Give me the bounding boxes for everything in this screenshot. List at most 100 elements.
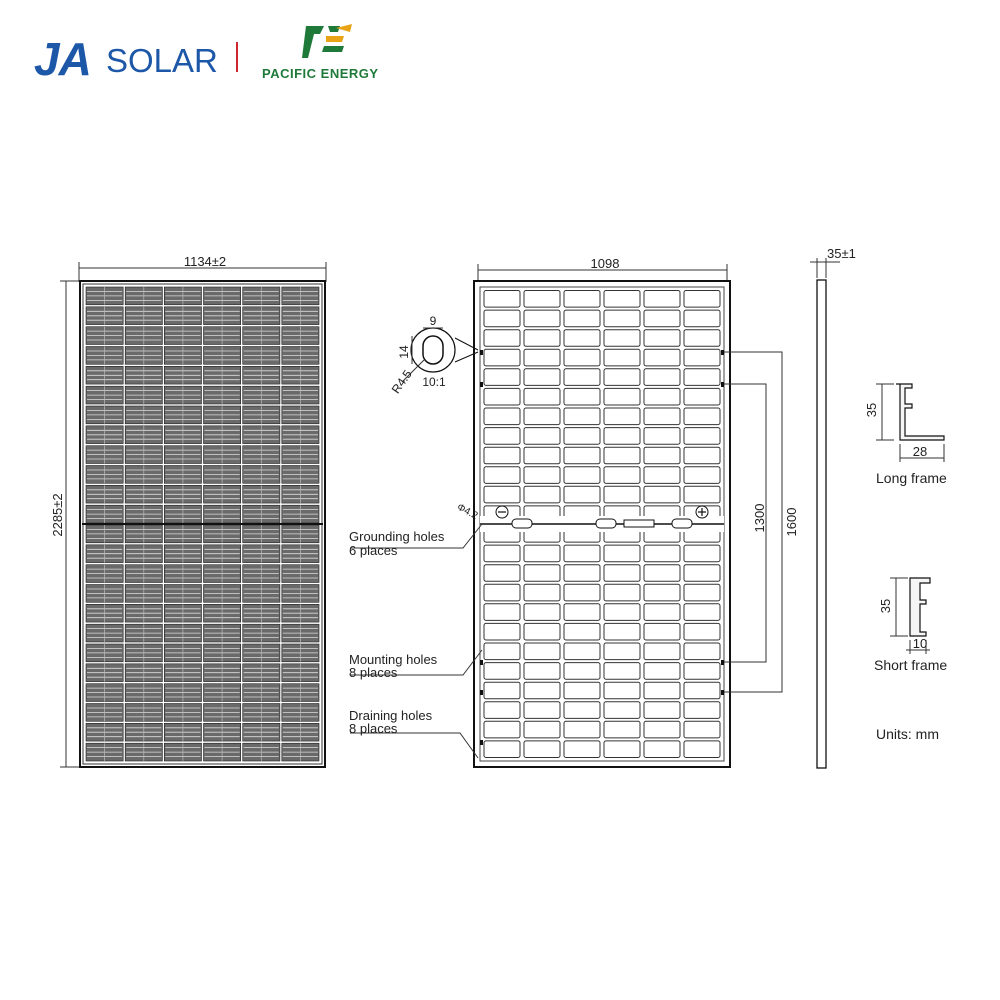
mounting-callout-line1: Mounting holes: [349, 652, 438, 667]
rear-cell: [563, 446, 601, 465]
rear-cell: [563, 329, 601, 347]
rear-cell: [683, 622, 721, 641]
rear-cell: [683, 583, 721, 602]
rear-cell: [603, 309, 641, 328]
rear-cell: [523, 544, 561, 563]
rear-cell: [483, 348, 521, 367]
rear-cell: [523, 740, 561, 759]
rear-cell: [563, 427, 601, 445]
rear-cell: [563, 662, 601, 680]
rear-cell: [643, 544, 681, 563]
rear-cell: [563, 309, 601, 328]
rear-cell: [483, 583, 521, 602]
rear-cell: [683, 642, 721, 661]
rear-cell: [483, 466, 521, 484]
rear-cell: [643, 603, 681, 621]
rear-cell: [563, 466, 601, 484]
rear-cell: [643, 720, 681, 739]
rear-cell: [643, 740, 681, 759]
short-frame-section: 35 10 Short frame: [874, 577, 947, 673]
rear-cell: [603, 740, 641, 759]
rear-cell: [683, 368, 721, 386]
rear-cell: [483, 290, 521, 308]
rear-cell: [563, 740, 601, 759]
hole-scale-label: 10:1: [422, 375, 446, 389]
front-height-dimension: [60, 280, 80, 768]
rear-cell: [603, 348, 641, 367]
rear-cell: [603, 329, 641, 347]
mounting-span-dimensions: [724, 351, 783, 693]
callout-leaders: [350, 523, 483, 759]
rear-cell: [683, 544, 721, 563]
rear-cell: [563, 564, 601, 582]
logo-separator: [236, 42, 238, 72]
hole-detail: [401, 327, 479, 383]
short-frame-caption: Short frame: [874, 657, 947, 673]
rear-cell: [523, 662, 561, 680]
rear-cell: [523, 427, 561, 445]
hole-width-label: 9: [430, 314, 437, 328]
rear-cell: [523, 603, 561, 621]
rear-cell: [683, 662, 721, 680]
rear-cell: [563, 407, 601, 426]
mounting-hole-marks: [480, 350, 724, 745]
rear-cell: [643, 681, 681, 700]
rear-cell: [603, 544, 641, 563]
rear-cell: [483, 622, 521, 641]
rear-cell: [523, 622, 561, 641]
mounting-callout-line2: 8 places: [349, 665, 398, 680]
rear-cell: [643, 583, 681, 602]
rear-cell: [483, 387, 521, 406]
rear-cell: [643, 329, 681, 347]
rear-width-dimension: [477, 264, 728, 280]
rear-cell: [603, 564, 641, 582]
short-frame-width-label: 10: [913, 636, 927, 651]
rear-cell: [683, 427, 721, 445]
rear-cell: [483, 720, 521, 739]
rear-width-label: 1098: [591, 256, 620, 271]
front-view: 1134±2 2285±2: [50, 254, 327, 768]
rear-cell: [643, 662, 681, 680]
pacific-energy-logo-icon: [302, 24, 352, 58]
rear-cell: [563, 348, 601, 367]
dim-1600-label: 1600: [784, 508, 799, 537]
rear-cell: [523, 329, 561, 347]
rear-cell: [643, 485, 681, 504]
rear-cell: [563, 485, 601, 504]
hole-height-label: 14: [397, 345, 411, 359]
rear-cell: [683, 701, 721, 719]
rear-cell: [483, 701, 521, 719]
rear-cell: [563, 622, 601, 641]
long-frame-caption: Long frame: [876, 470, 947, 486]
rear-cell: [603, 446, 641, 465]
grounding-callout-line2: 6 places: [349, 543, 398, 558]
rear-cell: [683, 603, 721, 621]
front-cells: [85, 286, 320, 762]
header: JA SOLAR PACIFIC ENERGY: [0, 0, 1000, 110]
rear-cell: [523, 290, 561, 308]
rear-cell: [603, 485, 641, 504]
side-thickness-label: 35±1: [827, 246, 856, 261]
rear-cell: [603, 427, 641, 445]
rear-cell: [643, 309, 681, 328]
rear-cell: [563, 681, 601, 700]
pacific-energy-text: PACIFIC ENERGY: [262, 66, 379, 81]
rear-cell: [683, 387, 721, 406]
rear-cell: [483, 446, 521, 465]
rear-cell: [563, 603, 601, 621]
rear-cell: [523, 681, 561, 700]
rear-cell: [603, 290, 641, 308]
rear-cell: [483, 564, 521, 582]
rear-cell: [523, 309, 561, 328]
short-frame-height-label: 35: [878, 599, 893, 613]
rear-cell: [603, 387, 641, 406]
short-frame-profile: [909, 577, 931, 637]
rear-cell: [643, 348, 681, 367]
rear-cell: [643, 701, 681, 719]
rear-cell: [643, 446, 681, 465]
grounding-callout-line1: Grounding holes: [349, 529, 445, 544]
rear-cell: [483, 309, 521, 328]
rear-cell: [523, 564, 561, 582]
rear-cell: [523, 387, 561, 406]
rear-cell: [683, 309, 721, 328]
